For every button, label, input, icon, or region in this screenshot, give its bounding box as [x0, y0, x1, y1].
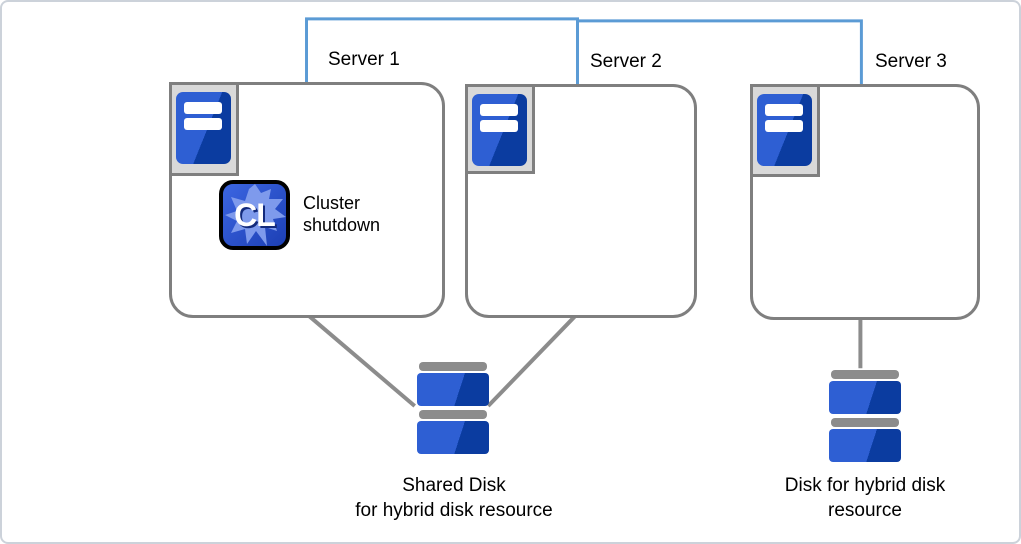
server2-box [465, 84, 697, 318]
disk-cap [419, 410, 487, 419]
interconnect-line-server1-server2 [305, 17, 579, 86]
disk-platter [417, 373, 489, 406]
server-tower-icon [472, 94, 527, 166]
hybrid-disk-caption-line2: resource [828, 500, 902, 521]
tower-slot-bar [184, 102, 222, 114]
tower-slot-bar [765, 104, 803, 116]
server3-label: Server 3 [875, 51, 947, 72]
server2-icon-frame [465, 84, 535, 174]
disk-link-server1 [306, 313, 416, 408]
cluster-shutdown-line1: Cluster [303, 193, 361, 213]
tower-slot-bar [184, 118, 222, 130]
server1-label: Server 1 [328, 49, 400, 70]
disk-stack-icon [829, 370, 901, 462]
server3-icon-frame [750, 84, 820, 177]
cluster-app-icon: CL [219, 180, 290, 250]
cluster-splat-shape [225, 184, 286, 246]
disk-link-server2 [486, 313, 578, 408]
tower-slot-bar [480, 104, 518, 116]
cluster-shutdown-line2: shutdown [303, 215, 381, 235]
disk-platter [829, 381, 901, 414]
hybrid-disk-caption-line1: Disk for hybrid disk [784, 475, 946, 496]
disk-cap [831, 370, 899, 379]
disk-platter [417, 421, 489, 454]
interconnect-line-server2-server3 [578, 19, 863, 86]
server1-icon-frame [169, 82, 239, 176]
shared-disk-caption: Shared Disk for hybrid disk resource [314, 473, 594, 523]
shared-disk-caption-line1: Shared Disk [402, 475, 506, 496]
tower-slot-bar [480, 120, 518, 132]
server-tower-icon [176, 92, 231, 164]
disk-cap [831, 418, 899, 427]
disk-cap [419, 362, 487, 371]
server2-label: Server 2 [590, 51, 662, 72]
cluster-shutdown-label: Cluster shutdown [303, 192, 380, 236]
shared-disk-caption-line2: for hybrid disk resource [355, 500, 553, 521]
tower-slot-bar [765, 120, 803, 132]
disk-stack-icon [417, 362, 489, 454]
cluster-app-icon-text: CL [234, 196, 276, 233]
hybrid-disk-caption: Disk for hybrid disk resource [745, 473, 985, 523]
server-tower-icon [757, 94, 812, 166]
disk-platter [829, 429, 901, 462]
